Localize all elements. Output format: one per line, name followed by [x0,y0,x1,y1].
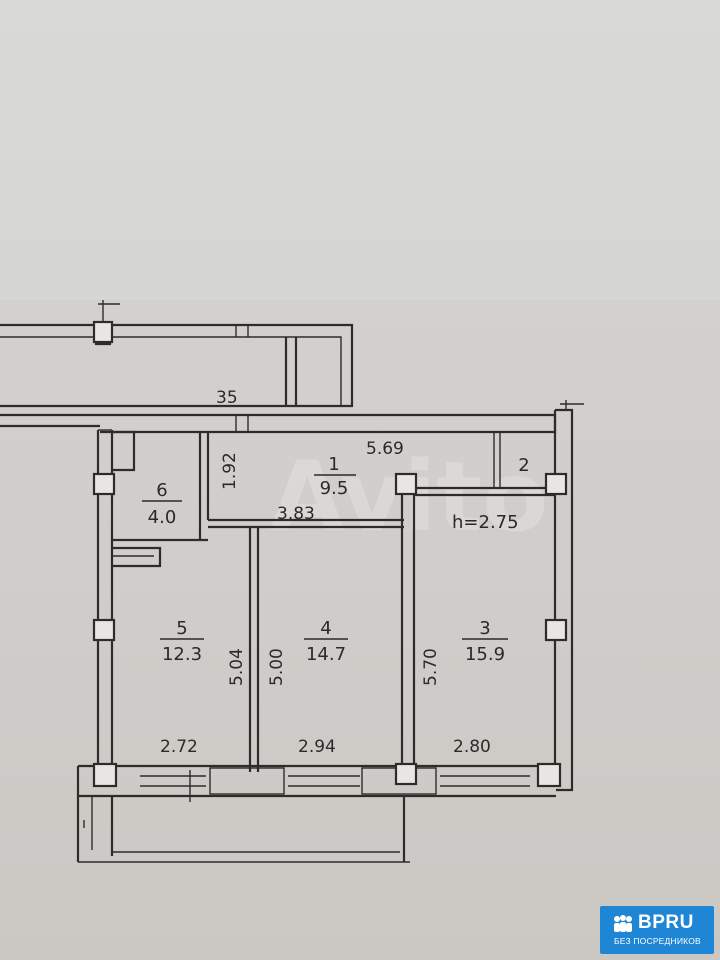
dim-room3-width: 2.80 [453,737,491,757]
columns [92,472,568,788]
dim-room3-height: 5.70 [421,648,441,686]
dim-room4-width: 2.94 [298,737,336,757]
dim-room5-width: 2.72 [160,737,198,757]
dim-hall-partition: 3.83 [277,504,315,524]
bpru-badge[interactable]: BPRU БЕЗ ПОСРЕДНИКОВ [600,906,714,954]
svg-text:1: 1 [328,454,339,475]
svg-text:12.3: 12.3 [162,644,202,665]
ceiling-height: h=2.75 [452,512,519,533]
plan-sheet [0,300,720,960]
dim-hall-width: 1.92 [220,452,240,490]
dim-room5-height: 5.04 [227,648,247,686]
svg-text:5: 5 [176,618,187,639]
watermark: Avito [270,441,548,553]
bath-block [112,430,210,568]
svg-text:9.5: 9.5 [320,478,349,499]
badge-tagline: БЕЗ ПОСРЕДНИКОВ [614,936,701,946]
balcony-top [0,300,354,408]
svg-text:14.7: 14.7 [306,644,346,665]
room-6-label: 6 4.0 [142,480,182,528]
svg-text:6: 6 [156,480,167,501]
svg-text:3: 3 [479,618,490,639]
svg-text:4.0: 4.0 [148,507,177,528]
room-4-label: 4 14.7 [304,618,348,665]
dim-balcony: 35 [216,388,238,408]
people-icon [614,915,632,932]
dim-room4-height: 5.00 [267,648,287,686]
partitions [208,432,556,772]
svg-text:4: 4 [320,618,331,639]
svg-text:2: 2 [518,455,529,476]
dim-hall-length: 5.69 [366,439,404,459]
room-3-label: 3 15.9 [462,618,508,665]
svg-text:15.9: 15.9 [465,644,505,665]
room-1-label: 1 9.5 [314,454,356,499]
badge-brand: BPRU [638,912,694,933]
bottom-facade [76,764,556,863]
room-5-label: 5 12.3 [160,618,204,665]
room-2-label: 2 [518,455,529,476]
